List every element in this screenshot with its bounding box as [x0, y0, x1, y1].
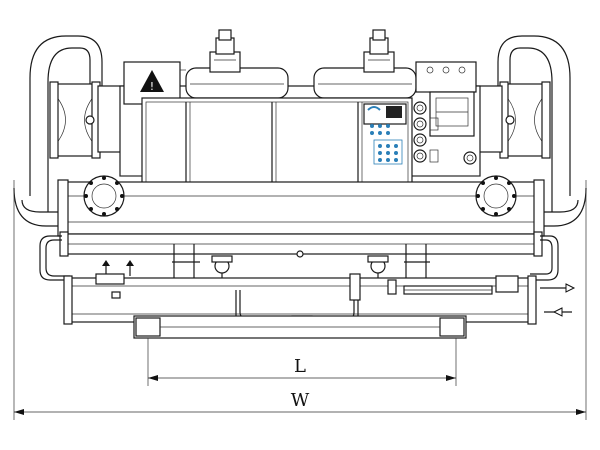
button-grid-top	[370, 124, 390, 135]
right-piping-loop	[497, 35, 587, 227]
gauge-column	[413, 101, 477, 165]
compressor-left	[185, 29, 289, 99]
receiver-vessel	[63, 260, 537, 325]
connecting-pipes	[39, 235, 559, 281]
compressor-right	[313, 29, 417, 99]
dimension-w: W	[13, 180, 587, 420]
control-panel	[363, 103, 407, 165]
display-screen	[386, 106, 402, 118]
flange-right	[475, 175, 517, 217]
base-frame	[133, 315, 467, 339]
flange-left	[83, 175, 125, 217]
junction-box-right	[415, 61, 477, 137]
button-grid-bottom	[373, 139, 403, 165]
warning-triangle-icon: !	[140, 70, 164, 93]
evaporator-shell	[57, 179, 545, 237]
dimension-label-l: L	[294, 356, 306, 377]
condenser-shell	[59, 231, 543, 258]
left-piping-loop	[13, 35, 103, 227]
arrow-left-icon	[544, 307, 572, 317]
svg-text:!: !	[150, 80, 154, 93]
dimension-l: L	[147, 338, 457, 386]
right-pump-body	[455, 81, 551, 159]
arrow-right-icon	[540, 283, 576, 293]
dimension-label-w: W	[291, 390, 310, 411]
